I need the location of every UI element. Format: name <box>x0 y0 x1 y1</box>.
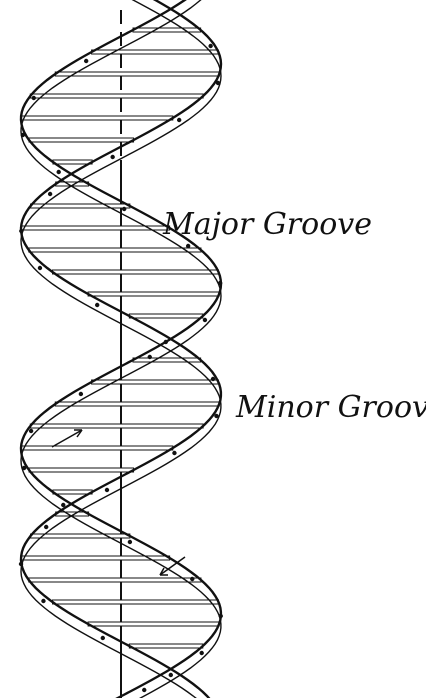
arrow-up-line <box>52 430 82 447</box>
strand-a-dot <box>41 599 45 603</box>
base-pair-rung <box>53 270 219 274</box>
strand-b-dot <box>218 281 222 285</box>
strand-a-dot <box>169 673 173 677</box>
base-pair-rung <box>53 490 92 494</box>
base-pair-rung <box>21 116 173 120</box>
strand-a-dot <box>172 451 176 455</box>
base-pair-rung <box>133 358 201 362</box>
base-pair-rung <box>88 292 219 296</box>
strand-a-dot <box>48 192 52 196</box>
base-pair-rung <box>29 468 134 472</box>
base-pair-rung <box>129 314 202 318</box>
strand-a-dot <box>164 340 168 344</box>
strand-b-dot <box>32 96 36 100</box>
strand-b-dot <box>29 429 33 433</box>
strand-b-dot <box>84 59 88 63</box>
strand-a-dot <box>216 81 220 85</box>
base-pair-rung <box>88 622 219 626</box>
strand-b-dot <box>22 466 26 470</box>
strand-b-dot <box>61 503 65 507</box>
base-pair-rung <box>29 138 134 142</box>
base-pair-rung <box>129 644 202 648</box>
strand-a-dot <box>208 44 212 48</box>
strand-b-dot <box>200 651 204 655</box>
strand-a-dot <box>38 266 42 270</box>
strand-a-dot <box>19 562 23 566</box>
strand-a-dot <box>177 118 181 122</box>
strand-a-dot <box>101 636 105 640</box>
strand-a-dot <box>105 488 109 492</box>
base-pair-rung <box>133 28 201 32</box>
strand-b-dot <box>219 614 223 618</box>
strand-b-dot <box>21 133 25 137</box>
strand-a-dot <box>44 525 48 529</box>
strand-b-dot <box>203 318 207 322</box>
base-pair-rung <box>21 446 173 450</box>
strand-b-dot <box>128 540 132 544</box>
strand-b-dot <box>57 170 61 174</box>
strand-a-dot <box>110 155 114 159</box>
base-pair-rung <box>30 424 203 428</box>
strand-a-dot <box>214 414 218 418</box>
base-pair-rung <box>53 160 92 164</box>
strand-b-dot <box>122 207 126 211</box>
base-pair-rung <box>29 248 201 252</box>
base-pair-rung <box>31 534 130 538</box>
base-pair-rung <box>31 204 130 208</box>
base-pair-rung <box>53 600 219 604</box>
strand-a-dot <box>211 377 215 381</box>
strand-b-dot <box>148 355 152 359</box>
strand-b-dot <box>79 392 83 396</box>
minor-groove-label: Minor Groove <box>236 390 426 425</box>
strand-b-dot <box>186 244 190 248</box>
strand-b-dot <box>142 688 146 692</box>
strand-a-dot <box>95 303 99 307</box>
base-pair-rung <box>30 94 203 98</box>
base-pair-rung <box>29 578 201 582</box>
strand-a-dot <box>19 229 23 233</box>
base-pair-rung <box>55 72 219 76</box>
strand-b-dot <box>190 577 194 581</box>
major-groove-label: Major Groove <box>163 207 372 242</box>
base-pair-rung <box>55 402 219 406</box>
